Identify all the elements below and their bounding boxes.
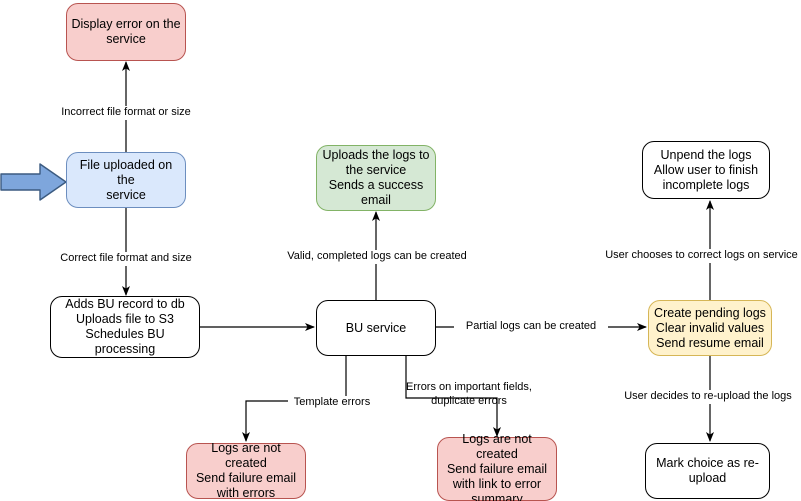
node-unpend-the-logs[interactable]: Unpend the logs Allow user to finish inc…: [642, 141, 770, 199]
node-logs-not-created-template-errors[interactable]: Logs are not created Send failure email …: [186, 441, 306, 500]
entry-block-arrow-icon: [0, 163, 67, 201]
edge-label-valid-completed-logs: Valid, completed logs can be created: [269, 250, 485, 264]
node-bu-service[interactable]: BU service: [316, 300, 436, 356]
node-mark-choice-as-re-upload[interactable]: Mark choice as re- upload: [645, 443, 770, 499]
edge-label-partial-logs-can-be-created: Partial logs can be created: [454, 320, 608, 334]
edge-label-correct-file-format-and-size: Correct file format and size: [45, 252, 207, 266]
node-logs-not-created-error-summary[interactable]: Logs are not created Send failure email …: [437, 432, 557, 501]
edge-label-user-decides-to-re-upload: User decides to re-upload the logs: [612, 390, 801, 404]
edge-label-errors-on-important-fields: Errors on important fields, duplicate er…: [406, 381, 532, 407]
node-file-uploaded-on-the-service[interactable]: File uploaded on the service: [66, 152, 186, 208]
node-create-pending-logs[interactable]: Create pending logs Clear invalid values…: [648, 300, 772, 356]
edge-label-incorrect-file-format-or-size: Incorrect file format or size: [43, 106, 209, 120]
edge-label-user-chooses-to-correct-logs: User chooses to correct logs on service: [602, 249, 801, 263]
node-display-error[interactable]: Display error on the service: [66, 3, 186, 61]
edge-label-template-errors: Template errors: [288, 396, 376, 410]
node-adds-bu-record[interactable]: Adds BU record to db Uploads file to S3 …: [50, 296, 200, 358]
node-uploads-the-logs[interactable]: Uploads the logs to the service Sends a …: [316, 145, 436, 211]
